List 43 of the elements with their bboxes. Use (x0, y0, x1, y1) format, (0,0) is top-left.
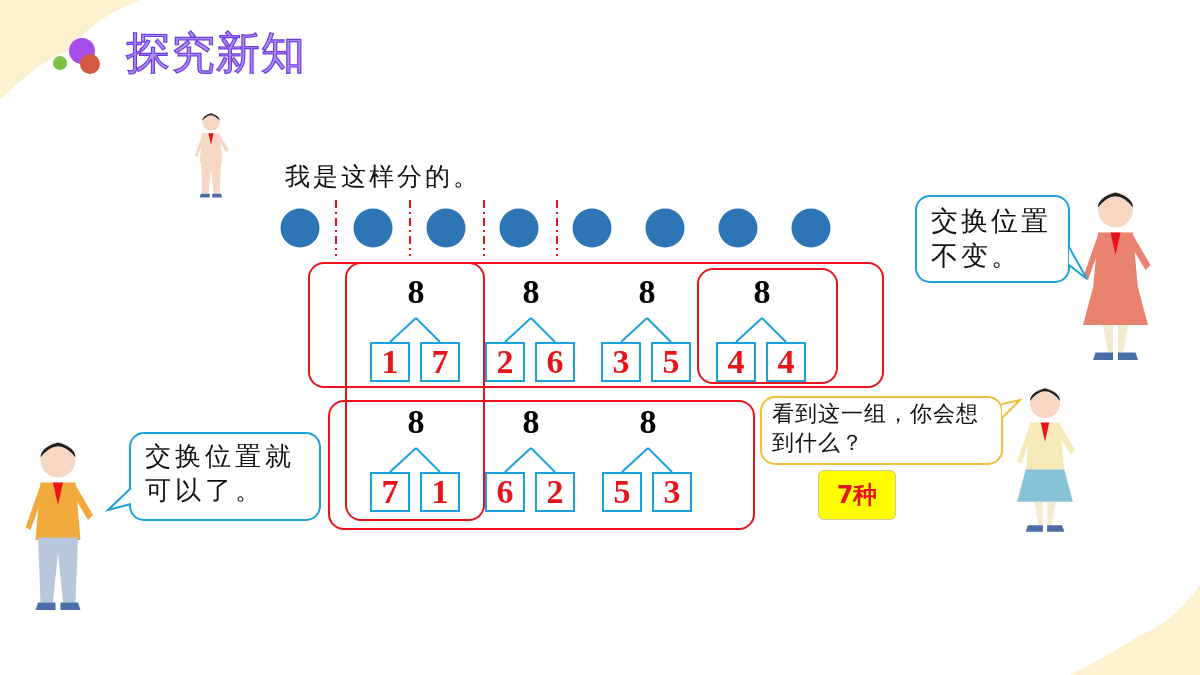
speech-text: 看到这一组，你会想到什么？ (772, 400, 980, 457)
total-number: 8 (509, 402, 553, 448)
number-box: 2 (535, 472, 575, 512)
number-box: 3 (601, 342, 641, 382)
speech-text: 我是这样分的。 (285, 161, 481, 193)
number-box: 3 (652, 472, 692, 512)
speech-text: 交换位置就可以了。 (145, 440, 296, 507)
answer-tag: 7种 (818, 470, 896, 520)
branch-line (389, 317, 417, 343)
title: 探究新知 (126, 26, 306, 80)
number-box: 4 (716, 342, 756, 382)
branch-line (761, 317, 787, 343)
speech-text: 交换位置不变。 (931, 204, 1052, 274)
number-box: 4 (766, 342, 806, 382)
branch-line (621, 447, 649, 473)
branch-line (530, 317, 556, 343)
branch-line (389, 447, 417, 473)
branch-line (530, 447, 556, 473)
total-number: 8 (394, 402, 438, 448)
total-number: 8 (626, 402, 670, 448)
number-box: 6 (485, 472, 525, 512)
speech-bubble (105, 432, 321, 522)
total-number: 8 (740, 272, 784, 318)
branch-line (735, 317, 763, 343)
number-box: 1 (420, 472, 460, 512)
number-box: 7 (370, 472, 410, 512)
speech-bubble (760, 396, 1022, 466)
total-number: 8 (509, 272, 553, 318)
number-box: 1 (370, 342, 410, 382)
number-box: 2 (485, 342, 525, 382)
branch-line (646, 317, 672, 343)
branch-line (504, 447, 532, 473)
branch-line (415, 447, 441, 473)
number-box: 5 (602, 472, 642, 512)
total-number: 8 (625, 272, 669, 318)
branch-line (504, 317, 532, 343)
number-box: 7 (420, 342, 460, 382)
total-number: 8 (394, 272, 438, 318)
number-box: 6 (535, 342, 575, 382)
branch-line (647, 447, 673, 473)
number-box: 5 (651, 342, 691, 382)
branch-line (415, 317, 441, 343)
branch-line (620, 317, 648, 343)
